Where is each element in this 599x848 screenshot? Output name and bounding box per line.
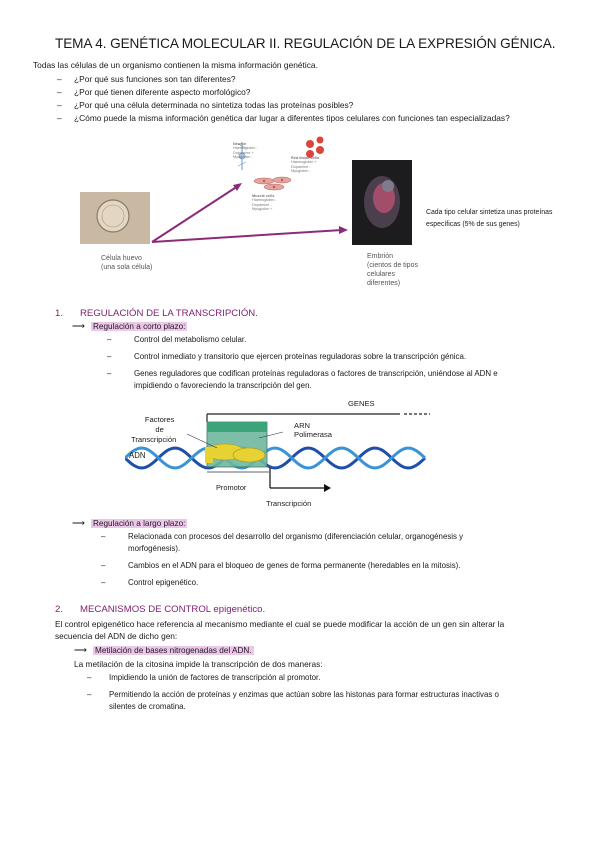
side-note: Cada tipo celular sintetiza unas proteín… [426, 209, 553, 228]
question-list: –¿Por qué sus funciones son tan diferent… [57, 74, 510, 126]
list-item: –Control del metabolismo celular. [107, 335, 247, 344]
arrow-to-embryo [151, 229, 343, 243]
list-item: –¿Por qué sus funciones son tan diferent… [57, 74, 236, 84]
list-item: –Permitiendo la acción de proteínas y en… [87, 690, 499, 699]
list-item: –Genes reguladores que codifican proteín… [107, 369, 498, 378]
egg-caption: Célula huevo (una sola célula) [101, 255, 153, 271]
genes-label: GENES [348, 399, 375, 408]
cell-differentiation-figure [80, 136, 412, 245]
methylation-heading: ⟶Metilación de bases nitrogenadas del AD… [74, 645, 254, 655]
section-2-paragraph: El control epigenético hace referencia a… [55, 619, 505, 641]
list-item: –Impidiendo la unión de factores de tran… [87, 673, 321, 682]
dna-strand-a [125, 446, 427, 470]
transcription-label: Transcripción [266, 499, 312, 508]
methylation-paragraph: La metilación de la citosina impide la t… [74, 659, 323, 669]
list-item: –¿Por qué una célula determinada no sint… [57, 100, 354, 110]
red-blood-cells-icon [306, 136, 324, 158]
egg-cell-shape [96, 199, 130, 233]
rna-polymerase-label: ARN Polimerasa [294, 421, 332, 439]
neuron-label: Neuron Haemoglobin - Dopamine + Myoglobi… [233, 142, 258, 160]
list-item: impidiendo o favoreciendo la transcripci… [134, 381, 312, 390]
page-title: TEMA 4. GENÉTICA MOLECULAR II. REGULACIÓ… [55, 36, 556, 51]
list-item: –Relacionada con procesos del desarrollo… [101, 532, 464, 541]
embryo-caption: Embrión (cientos de tipos celulares dife… [367, 253, 418, 287]
neuron-icon [237, 142, 247, 170]
promotor-label: Promotor [216, 483, 247, 492]
muscle-cells-icon [253, 176, 292, 191]
list-item: morfogénesis). [128, 544, 181, 553]
rbc-label: Red blood cells Haemoglobin + Dopamine -… [291, 156, 320, 174]
list-item: –¿Por qué tienen diferente aspecto morfo… [57, 87, 251, 97]
section-1-heading: 1.REGULACIÓN DE LA TRANSCRIPCIÓN. [55, 308, 258, 319]
transcription-diagram [125, 413, 430, 492]
list-item: –Cambios en el ADN para el bloqueo de ge… [101, 561, 461, 570]
dna-strand-b [125, 446, 427, 470]
methylation-list: –Impidiendo la unión de factores de tran… [87, 672, 587, 713]
short-term-list: –Control del metabolismo celular. –Contr… [107, 334, 587, 392]
short-term-heading: ⟶Regulación a corto plazo: [72, 321, 188, 331]
arrow-to-cells [151, 185, 239, 243]
list-item: silentes de cromatina. [109, 702, 186, 711]
list-item: –Control epigenético. [101, 578, 199, 587]
dna-label: ADN [129, 451, 146, 460]
muscle-label: Muscle cells Haemoglobin - Dopamine - My… [252, 194, 277, 212]
list-item: –¿Cómo puede la misma información genéti… [57, 113, 510, 123]
factors-label: Factores de Transcripción [131, 415, 177, 444]
long-term-heading: ⟶Regulación a largo plazo: [72, 518, 188, 528]
list-item: –Control inmediato y transitorio que eje… [107, 352, 467, 361]
long-term-list: –Relacionada con procesos del desarrollo… [101, 531, 591, 589]
section-2-heading: 2.MECANISMOS DE CONTROL epigenético. [55, 604, 266, 615]
intro-text: Todas las células de un organismo contie… [33, 60, 318, 70]
